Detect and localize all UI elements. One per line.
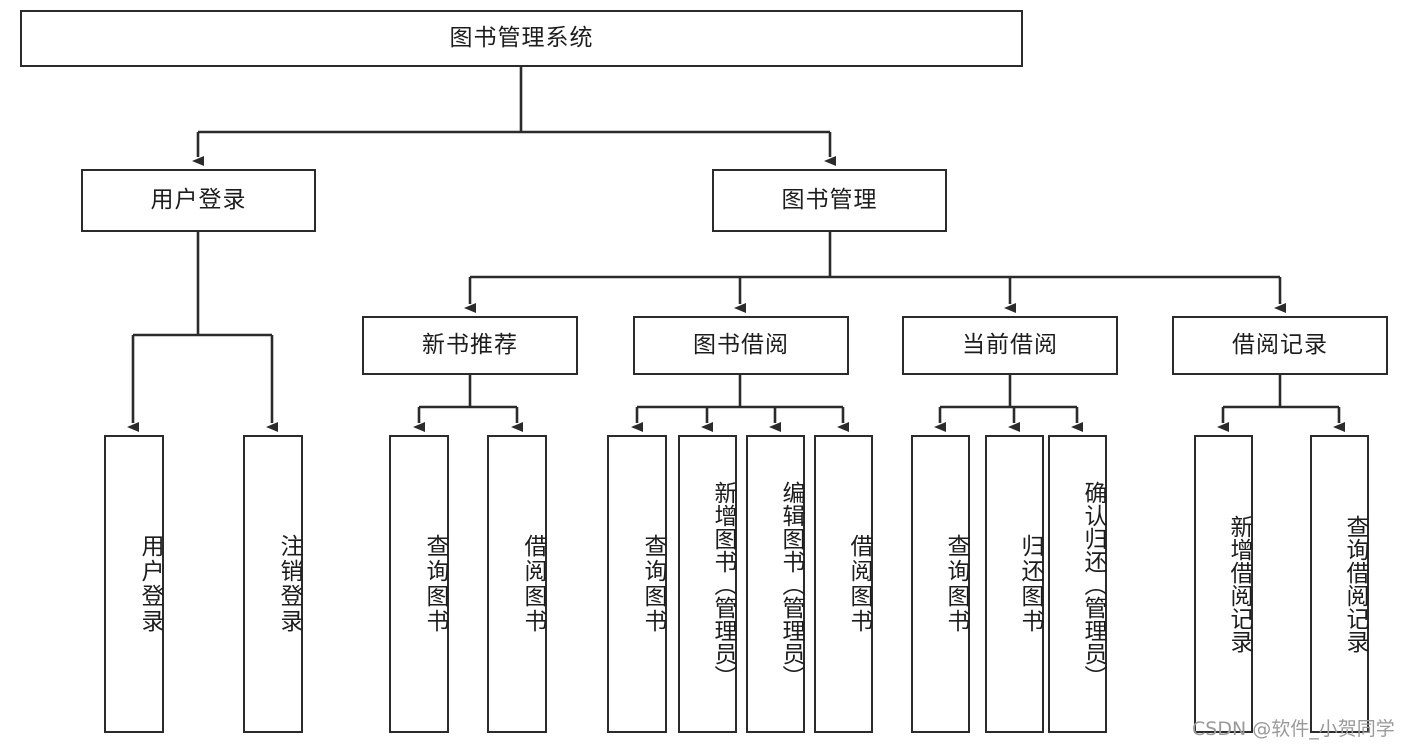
node-leaf-cur-confirm-return-label: 确认归还（管理员） bbox=[1080, 480, 1106, 688]
node-book-borrow-label: 图书借阅 bbox=[693, 331, 789, 358]
node-leaf-borrow-query-book-label: 查询图书 bbox=[640, 534, 666, 634]
node-leaf-user-logout-label: 注销登录 bbox=[276, 534, 302, 634]
node-root-label: 图书管理系统 bbox=[449, 24, 594, 51]
node-leaf-cur-query-book[interactable]: 查询图书 bbox=[911, 435, 970, 733]
node-leaf-borrow-add-book-label: 新增图书（管理员） bbox=[710, 480, 736, 688]
node-leaf-borrow-edit-book-label: 编辑图书（管理员） bbox=[778, 480, 804, 688]
node-borrow-record-label: 借阅记录 bbox=[1232, 331, 1328, 358]
node-new-book-rec[interactable]: 新书推荐 bbox=[362, 316, 578, 375]
node-leaf-cur-return-book[interactable]: 归还图书 bbox=[985, 435, 1044, 733]
node-book-manage[interactable]: 图书管理 bbox=[712, 169, 947, 232]
node-user-login[interactable]: 用户登录 bbox=[81, 169, 316, 232]
node-current-borrow[interactable]: 当前借阅 bbox=[902, 316, 1118, 375]
node-borrow-record[interactable]: 借阅记录 bbox=[1172, 316, 1388, 375]
node-leaf-rec-query-book[interactable]: 查询图书 bbox=[389, 435, 449, 733]
node-leaf-cur-confirm-return[interactable]: 确认归还（管理员） bbox=[1048, 435, 1107, 733]
node-leaf-borrow-borrow-book[interactable]: 借阅图书 bbox=[814, 435, 873, 733]
node-leaf-user-login[interactable]: 用户登录 bbox=[104, 435, 164, 733]
node-leaf-rec-query-record-label: 查询借阅记录 bbox=[1342, 515, 1368, 653]
node-leaf-borrow-borrow-book-label: 借阅图书 bbox=[846, 534, 872, 634]
node-book-manage-label: 图书管理 bbox=[781, 186, 878, 213]
node-current-borrow-label: 当前借阅 bbox=[962, 331, 1058, 358]
node-leaf-borrow-query-book[interactable]: 查询图书 bbox=[607, 435, 667, 733]
node-leaf-borrow-edit-book[interactable]: 编辑图书（管理员） bbox=[746, 435, 805, 733]
node-leaf-rec-query-book-label: 查询图书 bbox=[422, 534, 448, 634]
node-leaf-cur-return-book-label: 归还图书 bbox=[1017, 534, 1043, 634]
node-leaf-rec-borrow-book-label: 借阅图书 bbox=[520, 534, 546, 634]
node-leaf-rec-add-record-label: 新增借阅记录 bbox=[1226, 515, 1252, 653]
node-user-login-label: 用户登录 bbox=[150, 186, 247, 213]
node-new-book-rec-label: 新书推荐 bbox=[422, 331, 518, 358]
node-leaf-user-logout[interactable]: 注销登录 bbox=[243, 435, 303, 733]
node-leaf-rec-add-record[interactable]: 新增借阅记录 bbox=[1194, 435, 1253, 733]
node-leaf-cur-query-book-label: 查询图书 bbox=[943, 534, 969, 634]
node-book-borrow[interactable]: 图书借阅 bbox=[633, 316, 849, 375]
node-root[interactable]: 图书管理系统 bbox=[20, 10, 1023, 67]
node-leaf-borrow-add-book[interactable]: 新增图书（管理员） bbox=[678, 435, 737, 733]
node-leaf-user-login-label: 用户登录 bbox=[137, 534, 163, 634]
csdn-watermark: CSDN @软件_小贺同学 bbox=[1192, 718, 1395, 740]
node-leaf-rec-query-record[interactable]: 查询借阅记录 bbox=[1310, 435, 1369, 733]
node-leaf-rec-borrow-book[interactable]: 借阅图书 bbox=[487, 435, 547, 733]
